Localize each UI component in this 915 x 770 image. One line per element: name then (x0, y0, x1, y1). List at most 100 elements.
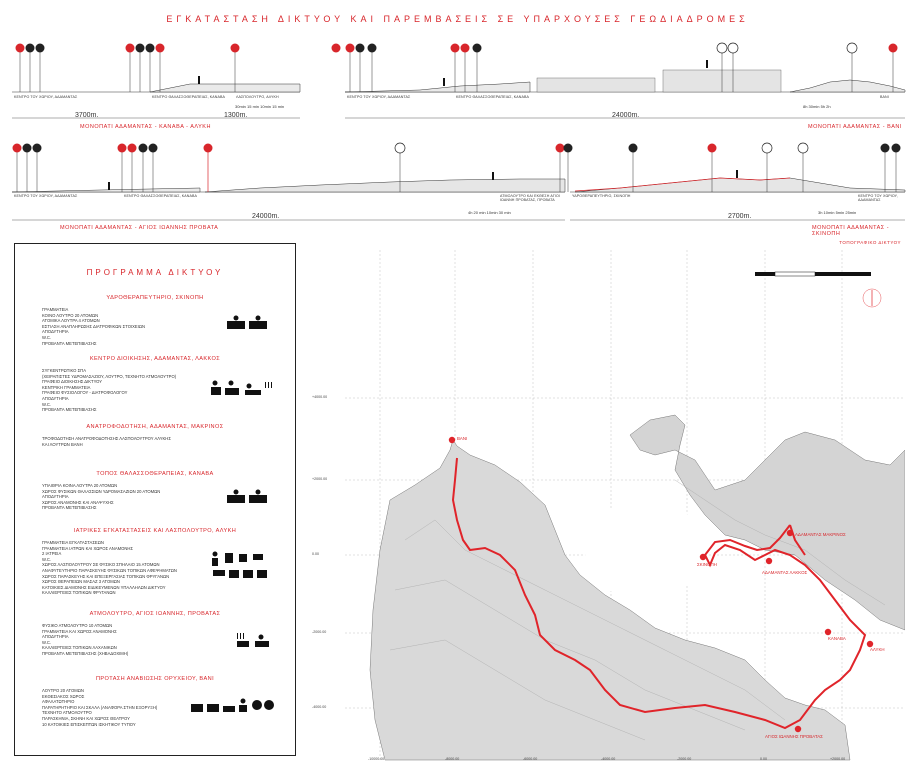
scale-bar (755, 271, 871, 277)
north-arrow-icon (862, 288, 882, 308)
r3-stop-b: ΚΕΝΤΡΟ ΘΑΛΑΣΣΟΘΕΡΑΠΕΙΑΣ, ΚΑΝΑΒΑ (124, 194, 197, 198)
r3-route-name: ΜΟΝΟΠΑΤΙ ΑΔΑΜΑΝΤΑΣ - ΑΓΙΟΣ ΙΩΑΝΝΗΣ ΠΡΟΒΑ… (60, 225, 219, 231)
r1-stop-b: ΚΕΝΤΡΟ ΘΑΛΑΣΣΟΘΕΡΑΠΕΙΑΣ, ΚΑΝΑΒΑ (152, 95, 225, 99)
section-title: ΙΑΤΡΙΚΕΣ ΕΓΚΑΤΑΣΤΑΣΕΙΣ ΚΑΙ ΛΑΣΠΟΛΟΥΤΡΟ, … (73, 528, 237, 534)
section-title: ΠΡΟΤΑΣΗ ΑΝΑΒΙΩΣΗΣ ΟΡΥΧΕΙΟΥ, ΒΑΝΙ (95, 676, 215, 682)
pin-icon (866, 640, 874, 648)
x-tick: 0.00 (760, 757, 767, 761)
r1-dist-a: 3700m. (75, 112, 99, 119)
r4-route-name: ΜΟΝΟΠΑΤΙ ΑΔΑΜΑΝΤΑΣ - ΣΚΙΝΟΠΗ (812, 225, 890, 237)
sea-bath-icon (227, 489, 267, 503)
program-section: ΑΤΜΟΛΟΥΤΡΟ, ΑΓΙΟΣ ΙΩΑΝΝΗΣ, ΠΡΟΒΑΤΑΣ ΦΥΣΙ… (15, 611, 295, 656)
r2-stop-c: ΒΑΝΙ (880, 95, 889, 99)
section-title: ΚΕΝΤΡΟ ΔΙΟΙΚΗΣΗΣ, ΑΔΑΜΑΝΤΑΣ, ΛΑΚΚΟΣ (89, 356, 221, 362)
x-tick: -6000.00 (523, 757, 538, 761)
y-tick: -4000.00 (312, 705, 327, 709)
bath-icon (227, 315, 267, 329)
r3-times: 4h 20 min 10min 30 min (468, 210, 511, 215)
pin-icon (786, 529, 794, 537)
fire-marker-icon (15, 43, 25, 53)
x-tick: -10000.00 (368, 757, 385, 761)
r2-times: 8h 30min 5h 2h (803, 104, 831, 109)
r2-dist: 24000m. (612, 112, 640, 119)
section-title: ΑΝΑΤΡΟΦΟΔΟΤΗΣΗ, ΑΔΑΜΑΝΤΑΣ, ΜΑΚΡΙΝΟΣ (86, 424, 224, 430)
pin-icon (794, 725, 802, 733)
y-tick: +2000.00 (312, 477, 328, 481)
r4-times: 3h 10min 5min 25min (818, 210, 857, 215)
map-place-skinopi: ΣΚΙΝΟΠΗ (697, 562, 717, 567)
program-panel: ΠΡΟΓΡΑΜΜΑ ΔΙΚΤΥΟΥ ΥΔΡΟΘΕΡΑΠΕΥΤΗΡΙΟ, ΣΚΙΝ… (14, 243, 296, 756)
r4-stop-b: ΚΕΝΤΡΟ ΤΟΥ ΧΩΡΙΟΥ, ΑΔΑΜΑΝΤΑΣ (858, 194, 898, 202)
pin-icon (699, 553, 707, 561)
program-section: ΙΑΤΡΙΚΕΣ ΕΓΚΑΤΑΣΤΑΣΕΙΣ ΚΑΙ ΛΑΣΠΟΛΟΥΤΡΟ, … (15, 528, 295, 595)
section-title: ΑΤΜΟΛΟΥΤΡΟ, ΑΓΙΟΣ ΙΩΑΝΝΗΣ, ΠΡΟΒΑΤΑΣ (89, 611, 221, 617)
terrain-profile-r1 (149, 83, 301, 93)
r1-route-name: ΜΟΝΟΠΑΤΙ ΑΔΑΜΑΝΤΑΣ - ΚΑΝΑΒΑ - ΑΛΥΚΗ (80, 124, 211, 130)
r1-stop-c: ΛΑΣΠΟΛΟΥΤΡΟ, ΑΛΥΚΗ (236, 95, 279, 99)
house-marker-icon (25, 43, 35, 53)
program-section: ΤΟΠΟΣ ΘΑΛΑΣΣΟΘΕΡΑΠΕΙΑΣ, ΚΑΝΑΒΑ ΥΠΑΙΘΡΙΑ … (15, 471, 295, 510)
steam-icon (237, 633, 269, 647)
map-place-kanava: ΚΑΝΑΒΑ (828, 636, 846, 641)
program-section: ΚΕΝΤΡΟ ΔΙΟΙΚΗΣΗΣ, ΑΔΑΜΑΝΤΑΣ, ΛΑΚΚΟΣ ΣΥΓΚ… (15, 356, 295, 412)
r1-stop-a: ΚΕΝΤΡΟ ΤΟΥ ΧΩΡΙΟΥ, ΑΔΑΜΑΝΤΑΣ (14, 95, 78, 99)
topographic-map (345, 250, 905, 761)
terrain-profile-r3b (204, 178, 566, 193)
x-tick: -8000.00 (445, 757, 460, 761)
y-tick: +4000.00 (312, 395, 328, 399)
tree-marker-icon (35, 43, 45, 53)
r3-dist: 24000m. (252, 213, 280, 220)
route-line (451, 457, 867, 730)
x-tick: -2000.00 (677, 757, 692, 761)
land-east (629, 414, 905, 631)
terrain-profile-r4 (574, 177, 906, 193)
terrain-block-r2a (536, 77, 656, 93)
r2-stop-a: ΚΕΝΤΡΟ ΤΟΥ ΧΩΡΙΟΥ, ΑΔΑΜΑΝΤΑΣ (347, 95, 411, 99)
map-place-adamantas-lakkos: ΑΔΑΜΑΝΤΑΣ ΛΑΚΚΟΣ (762, 570, 808, 575)
r3-stop-a: ΚΕΝΤΡΟ ΤΟΥ ΧΩΡΙΟΥ, ΑΔΑΜΑΝΤΑΣ (14, 194, 78, 198)
section-title: ΤΟΠΟΣ ΘΑΛΑΣΣΟΘΕΡΑΠΕΙΑΣ, ΚΑΝΑΒΑ (96, 471, 214, 477)
map-place-vani: ΒΑΝΙ (457, 436, 468, 441)
pin-icon (824, 628, 832, 636)
terrain-profile-r2a (344, 81, 531, 93)
pin-icon (448, 436, 456, 444)
r4-stop-a: ΥΔΡΟΘΕΡΑΠΕΥΤΗΡΙΟ, ΣΚΙΝΟΠΗ (572, 194, 631, 198)
route-branch (789, 524, 806, 556)
office-icon (211, 380, 272, 395)
y-tick: 0.00 (312, 552, 319, 556)
r4-dist: 2700m. (728, 213, 752, 220)
terrain-profile-r2c (789, 79, 906, 93)
medical-icon (212, 551, 267, 578)
section-items: ΣΥΓΚΕΝΤΡΩΤΙΚΟ ΣΠΑ(ΧΕΙΡΑΠΙΣΤΕΣ ΥΔΡΟΜΑΣΑΖΙ… (42, 368, 177, 413)
map-place-adamantas-makrinos: ΑΔΑΜΑΝΤΑΣ ΜΑΚΡΙΝΟΣ (795, 532, 846, 537)
r1-times: 30min 15 min 10min 15 min (235, 104, 285, 109)
program-section: ΠΡΟΤΑΣΗ ΑΝΑΒΙΩΣΗΣ ΟΡΥΧΕΙΟΥ, ΒΑΝΙ ΛΟΥΤΡΟ … (15, 676, 295, 727)
red-path-r4 (574, 177, 791, 192)
r1-dist-b: 1300m. (224, 112, 248, 119)
map-label: ΤΟΠΟΓΡΑΦΙΚΟ ΔΙΚΤΥΟΥ (839, 240, 901, 245)
land-west (369, 439, 851, 761)
y-tick: -2000.00 (312, 630, 327, 634)
x-tick: -4000.00 (601, 757, 616, 761)
r2-stop-b: ΚΕΝΤΡΟ ΘΑΛΑΣΣΟΘΕΡΑΠΕΙΑΣ, ΚΑΝΑΒΑ (456, 95, 529, 99)
map-place-alyki: ΑΛΥΚΗ (870, 647, 885, 652)
elevation-profiles (11, 42, 906, 221)
program-section: ΑΝΑΤΡΟΦΟΔΟΤΗΣΗ, ΑΔΑΜΑΝΤΑΣ, ΜΑΚΡΙΝΟΣ ΤΡΟΦ… (15, 424, 295, 447)
program-title: ΠΡΟΓΡΑΜΜΑ ΔΙΚΤΥΟΥ (86, 268, 224, 277)
mine-revival-icon (191, 698, 274, 712)
section-items: ΤΡΟΦΟΔΟΤΗΣΗ ΑΝΑΤΡΟΦΟΔΟΤΗΣΗΣ ΛΑΣΠΟΛΟΥΤΡΟΥ… (42, 436, 171, 447)
map-place-provatas: ΑΓΙΟΣ ΙΩΑΝΝΗΣ ΠΡΟΒΑΤΑΣ (765, 734, 823, 739)
page-title: ΕΓΚΑΤΑΣΤΑΣΗ ΔΙΚΤΥΟΥ ΚΑΙ ΠΑΡΕΜΒΑΣΕΙΣ ΣΕ Υ… (166, 14, 749, 24)
r2-route-name: ΜΟΝΟΠΑΤΙ ΑΔΑΜΑΝΤΑΣ - ΒΑΝΙ (808, 124, 902, 130)
section-title: ΥΔΡΟΘΕΡΑΠΕΥΤΗΡΙΟ, ΣΚΙΝΟΠΗ (106, 295, 204, 301)
pin-icon (765, 557, 773, 565)
r3-stop-c: ΑΤΜΟΛΟΥΤΡΟ ΚΑΙ ΕΚΘΕΣΗ ΑΓΙΟΙ ΙΩΑΝΝΗ ΠΡΟΒΑ… (500, 194, 560, 202)
x-tick: +2000.00 (830, 757, 846, 761)
terrain-profile-r3a (11, 187, 201, 193)
